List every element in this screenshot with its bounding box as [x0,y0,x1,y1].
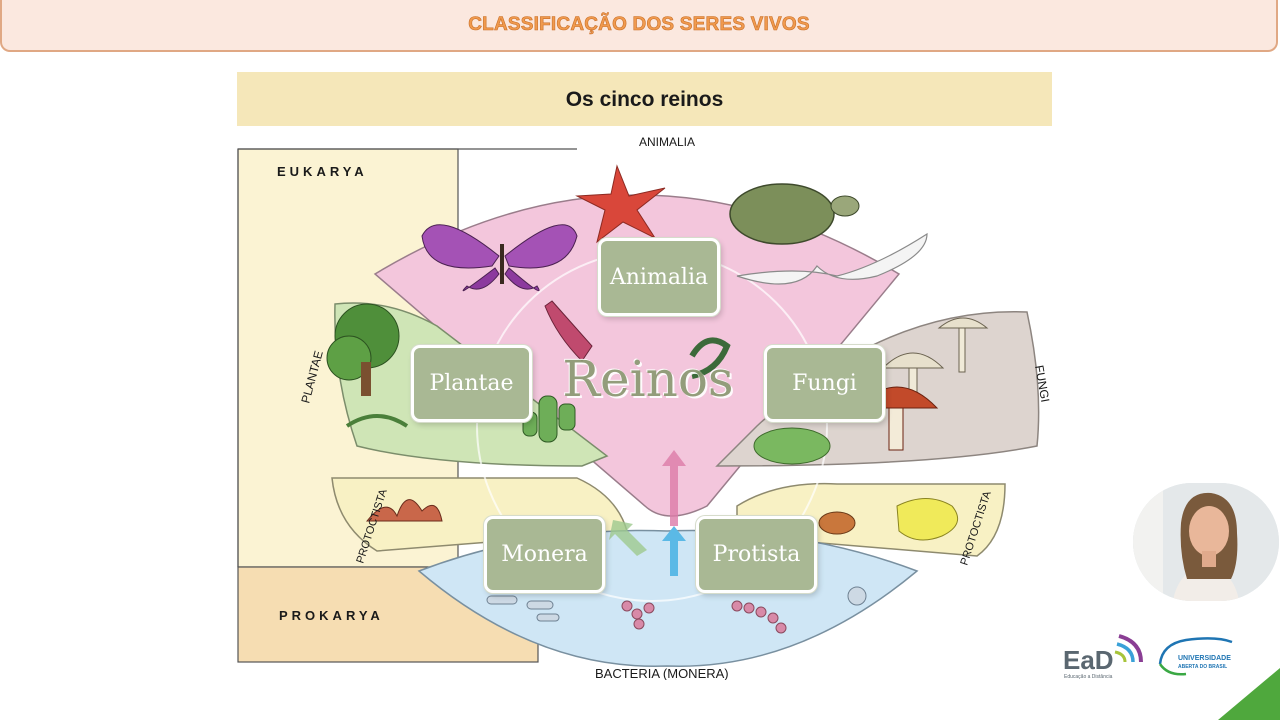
uab-logo: UNIVERSIDADE ABERTA DO BRASIL [1156,634,1236,680]
slide-title: CLASSIFICAÇÃO DOS SERES VIVOS [468,14,810,36]
starfish-icon [575,164,666,244]
ead-logo: EaD Educação a Distância [1063,632,1143,682]
bacteria-icon [621,600,787,634]
slide-title-bar: CLASSIFICAÇÃO DOS SERES VIVOS [0,0,1278,52]
diagram-center-label: Reinos [562,350,734,408]
node-animalia: Animalia [598,238,720,316]
snake-icon [689,337,731,379]
kingdom-label-bacteria: BACTERIA (MONERA) [595,666,729,680]
coral-icon [365,499,443,522]
svg-text:UNIVERSIDADE: UNIVERSIDADE [1178,655,1231,662]
domain-label-prokarya: PROKARYA [279,608,384,623]
svg-text:EaD: EaD [1063,645,1114,675]
corner-decoration [1218,668,1280,720]
node-fungi: Fungi [764,345,885,422]
node-monera: Monera [484,516,605,593]
svg-text:ABERTA DO BRASIL: ABERTA DO BRASIL [1178,664,1227,670]
turtle-icon [729,183,835,245]
domain-label-eukarya: EUKARYA [277,164,368,179]
node-plantae: Plantae [411,345,532,422]
kingdom-label-fungi: FUNGI [1032,364,1052,403]
rod-bacteria-icon [486,586,867,622]
node-protista: Protista [696,516,817,593]
presenter-webcam [1133,483,1279,601]
svg-text:Educação a Distância: Educação a Distância [1064,674,1113,680]
butterfly-icon [421,224,578,291]
kingdom-label-animalia: ANIMALIA [639,135,695,149]
amoeba-icon [896,498,959,541]
presenter-avatar [1133,483,1279,601]
mushroom-icon [881,317,989,405]
bird-icon [736,232,928,285]
shell-icon [818,511,856,535]
fern-icon [345,414,409,428]
eukarya-lines [237,148,577,567]
figure-title: Os cinco reinos [565,88,724,111]
tree-icon [326,303,400,396]
moss-icon [753,427,831,465]
figure-header: Os cinco reinos [237,72,1052,126]
squid-icon [544,300,593,362]
